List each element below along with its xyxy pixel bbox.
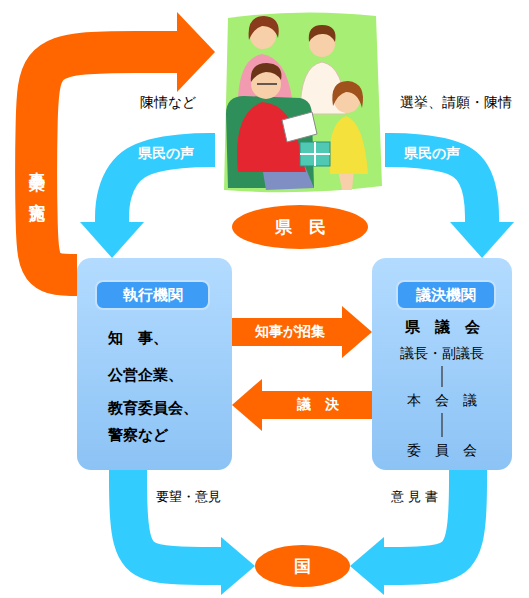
greeting-card	[282, 112, 317, 142]
node-text: 知 事、	[108, 329, 228, 347]
node-text: 執行機関	[97, 282, 208, 308]
node-text: 公営企業、	[108, 366, 228, 384]
node-text: 議長・副議長	[372, 344, 512, 362]
arrow-head	[450, 222, 514, 258]
girl-hair	[332, 81, 363, 108]
arrow-head	[177, 12, 215, 92]
arrow-label: 県民の声	[138, 145, 194, 163]
node-text: 本 会 議	[372, 391, 512, 409]
node-text: 県 議 会	[372, 318, 512, 336]
arrow-head	[232, 379, 262, 431]
arrow-band	[128, 470, 221, 566]
flow-arrow	[232, 379, 372, 431]
father-hair	[251, 63, 282, 82]
annotation-text: 選挙、請願・陳情	[400, 94, 512, 112]
flow-arrow	[36, 12, 215, 275]
man-hair	[309, 25, 336, 42]
arrow-label: 知事が招集	[255, 323, 325, 341]
arrow-label: 事業の実施	[26, 159, 47, 197]
heading-pill: 議決機関	[396, 280, 496, 310]
annotation-text: 陳情など	[140, 94, 196, 112]
woman-hair	[249, 16, 279, 40]
arrow-head	[221, 537, 255, 595]
father-glasses	[257, 83, 277, 85]
flow-arrow	[128, 470, 255, 595]
node-text: 委 員 会	[372, 441, 512, 459]
nation-ellipse: 国	[255, 545, 350, 587]
hierarchy-line	[441, 366, 442, 387]
node-text: 国	[255, 551, 350, 581]
hierarchy-line	[441, 413, 442, 437]
arrow-label: 県民の声	[404, 145, 460, 163]
arrow-label: 議 決	[297, 396, 339, 414]
woman-body	[238, 54, 292, 98]
arrow-band	[384, 470, 468, 566]
arrow-head	[342, 306, 372, 358]
heading-pill: 執行機関	[95, 280, 210, 310]
arrow-band	[262, 391, 372, 419]
arrow-head	[80, 222, 144, 258]
arrow-label: 意見書	[391, 488, 442, 506]
gift-box	[300, 142, 330, 166]
flow-arrow	[385, 150, 514, 258]
node-text: 警察など	[108, 426, 228, 444]
girl-body	[329, 116, 368, 174]
arrow-head	[350, 537, 384, 595]
flow-arrow	[232, 306, 372, 358]
family-illustration	[224, 12, 382, 192]
node-text: 県 民	[215, 212, 385, 242]
ellipse-shape	[255, 545, 350, 587]
node-text: 教育委員会、	[108, 399, 228, 417]
arrow-band	[36, 52, 177, 275]
gift-ribbon	[300, 142, 330, 166]
flow-arrow	[80, 150, 215, 258]
arrow-band	[232, 318, 342, 346]
executive-box: 知 事、公営企業、教育委員会、警察など 執行機関	[77, 258, 232, 470]
legislature-box: 県 議 会議長・副議長本 会 議委 員 会 議決機関	[372, 258, 512, 470]
node-text: 議決機関	[398, 282, 494, 308]
arrow-label: 要望・意見	[156, 488, 221, 506]
flow-arrow	[350, 470, 468, 595]
population-ellipse: 県 民	[215, 0, 385, 250]
ellipse-outline	[215, 0, 385, 250]
illustration-background	[224, 12, 382, 192]
